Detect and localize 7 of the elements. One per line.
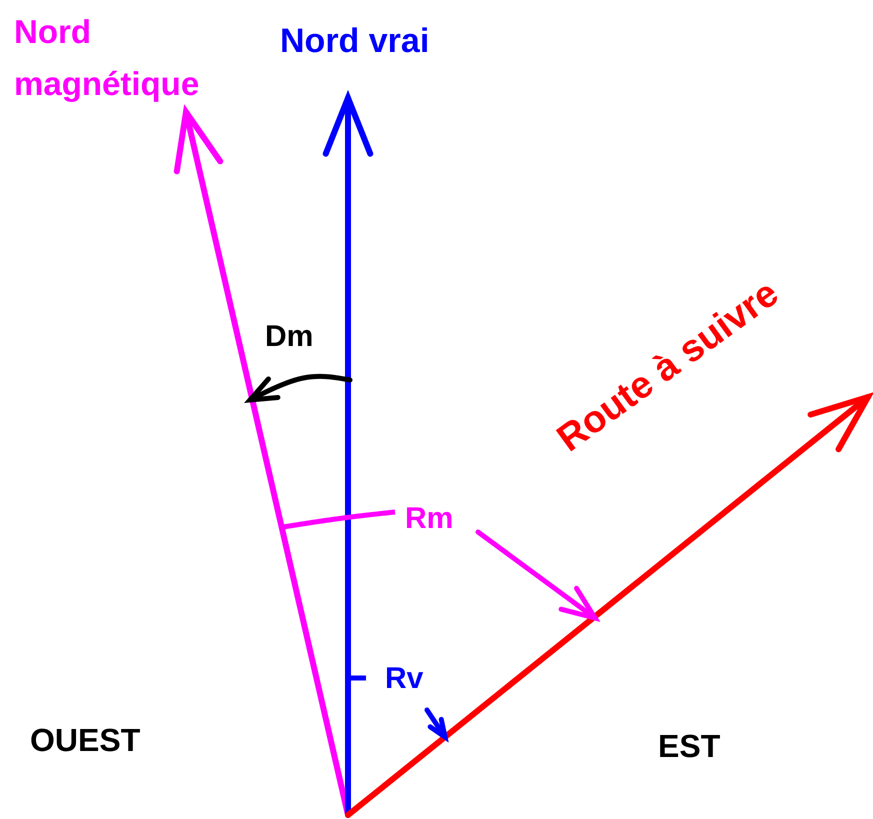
angle-label: Rv: [385, 662, 424, 696]
direction-label: OUEST: [30, 722, 140, 759]
angle-label: Rm: [405, 502, 454, 536]
angle-label: Dm: [265, 320, 314, 354]
direction-label: EST: [658, 728, 720, 765]
axis-label: Nord magnétique: [14, 12, 200, 104]
axis-label: Nord vrai: [280, 22, 430, 61]
